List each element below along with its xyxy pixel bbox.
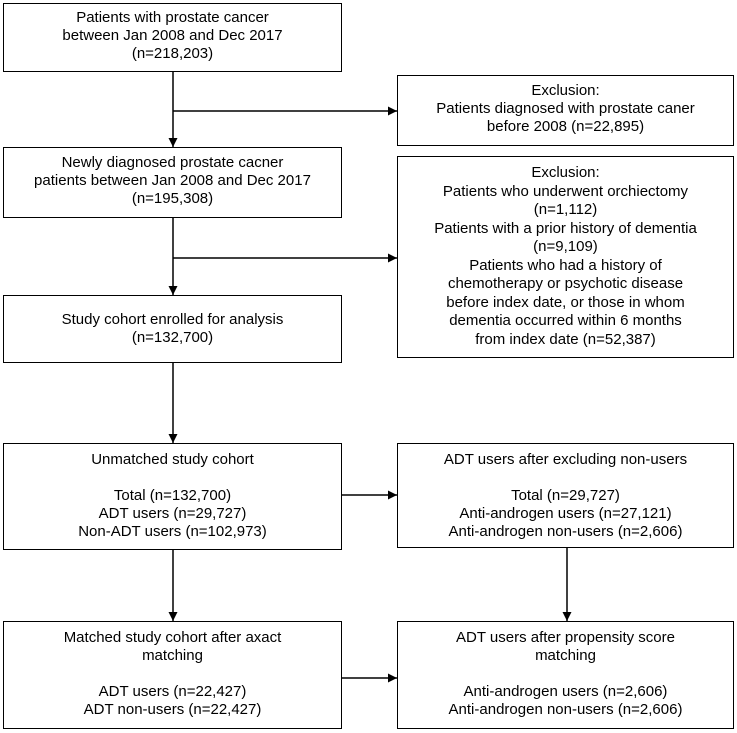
box-line: (n=1,112) (533, 201, 598, 218)
box-line: (n=9,109) (533, 238, 598, 255)
box-line: Unmatched study cohort (91, 451, 254, 468)
box-line: chemotherapy or psychotic disease (447, 275, 684, 292)
box-line: Patients with prostate cancer (76, 9, 269, 26)
box-line: Patients who had a history of (469, 256, 662, 274)
box-line: Study cohort enrolled for analysis (61, 311, 284, 328)
box-line: from index date (n=52,387) (475, 330, 656, 348)
unmatched-cohort-box: Unmatched study cohort Total (n=132,700)… (3, 443, 342, 550)
box-line: Exclusion: (531, 82, 600, 99)
box-line: matching (535, 647, 596, 664)
box-line: ADT users (n=29,727) (98, 505, 247, 522)
box-line: Anti-androgen non-users (n=2,606) (448, 701, 683, 718)
exclusion-before-2008-box: Exclusion: Patients diagnosed with prost… (397, 75, 734, 146)
study-cohort-box: Study cohort enrolled for analysis (n=13… (3, 295, 342, 363)
newly-diagnosed-box: Newly diagnosed prostate cacner patients… (3, 147, 342, 218)
box-line: (n=132,700) (131, 329, 214, 346)
box-line: Anti-androgen users (n=2,606) (463, 683, 668, 700)
box-line: Anti-androgen non-users (n=2,606) (448, 523, 683, 540)
box-line: Exclusion: (531, 164, 600, 181)
box-line: (n=195,308) (131, 190, 214, 207)
box-line: dementia occurred within 6 months (449, 312, 682, 329)
box-line: Patients with a prior history of dementi… (434, 219, 697, 237)
box-line: before 2008 (n=22,895) (486, 118, 645, 135)
box-line: patients between Jan 2008 and Dec 2017 (34, 172, 311, 189)
adt-after-excluding-box: ADT users after excluding non-users Tota… (397, 443, 734, 548)
box-line: (n=218,203) (131, 45, 214, 62)
adt-propensity-box: ADT users after propensity score matchin… (397, 621, 734, 729)
box-line: Anti-androgen users (n=27,121) (459, 505, 672, 522)
box-line: ADT users (n=22,427) (98, 683, 247, 700)
box-line: Non-ADT users (n=102,973) (78, 523, 267, 540)
box-line: Newly diagnosed prostate cacner (61, 154, 284, 171)
box-line: Total (n=29,727) (511, 487, 620, 504)
box-line: between Jan 2008 and Dec 2017 (62, 27, 283, 44)
box-line: ADT users after excluding non-users (443, 451, 688, 468)
box-line: Matched study cohort after axact (63, 629, 282, 646)
box-line: Total (n=132,700) (113, 487, 232, 504)
initial-cohort-box: Patients with prostate cancer between Ja… (3, 3, 342, 72)
box-line: before index date, or those in whom (446, 293, 685, 311)
box-line: matching (142, 647, 203, 664)
exclusion-criteria-box: Exclusion: Patients who underwent orchie… (397, 156, 734, 358)
matched-cohort-box: Matched study cohort after axact matchin… (3, 621, 342, 729)
box-line: Patients who underwent orchiectomy (442, 182, 689, 200)
box-line: ADT non-users (n=22,427) (83, 701, 262, 718)
box-line: Patients diagnosed with prostate caner (436, 100, 695, 117)
box-line: ADT users after propensity score (456, 629, 675, 646)
